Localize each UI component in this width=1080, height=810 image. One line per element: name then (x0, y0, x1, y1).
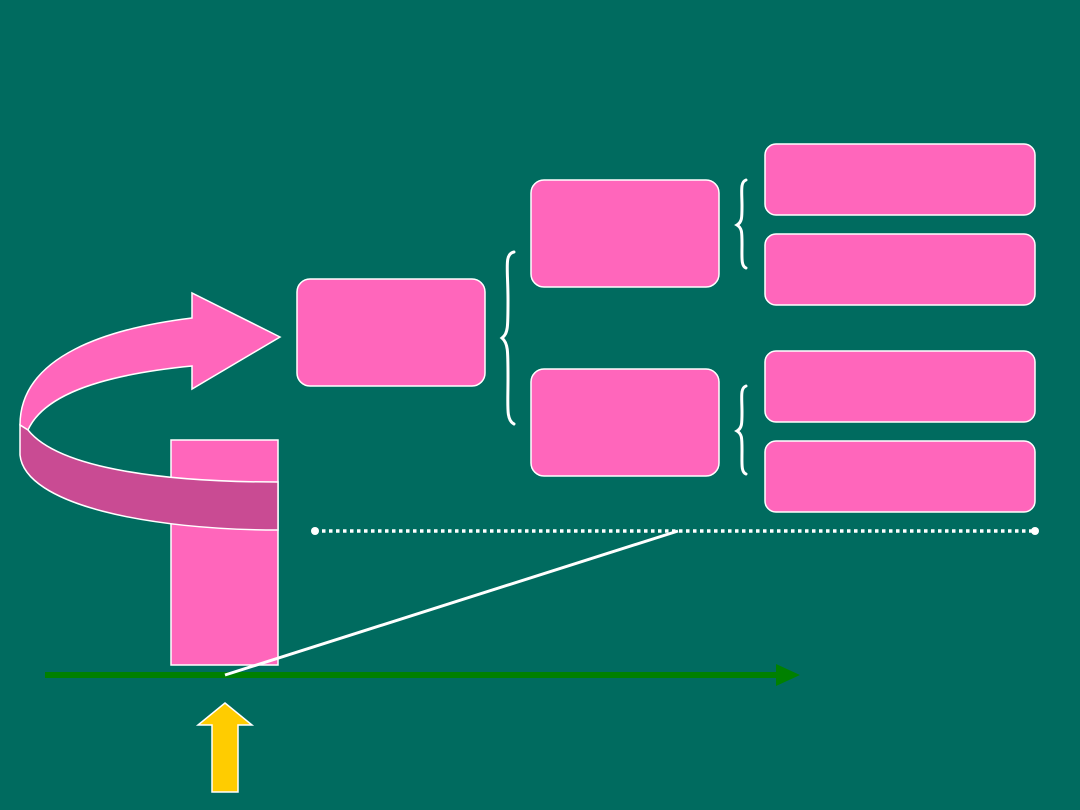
column-box (170, 439, 279, 666)
branch-bottom-brace (734, 384, 748, 476)
dotted-separator-end (1031, 527, 1039, 535)
timeline-arrow-icon (776, 664, 800, 686)
pointer-arrow-up-icon (195, 702, 255, 793)
leaf-node-2 (764, 233, 1036, 306)
leaf-node-3 (764, 350, 1036, 423)
diagonal-connector (224, 529, 679, 677)
dotted-separator-start (311, 527, 319, 535)
curved-arrow-front-icon (19, 423, 279, 531)
root-brace (499, 250, 516, 426)
branch-bottom-node (530, 368, 720, 477)
root-node (296, 278, 486, 387)
branch-top-node (530, 179, 720, 288)
curved-arrow-back-icon (19, 291, 282, 432)
branch-top-brace (734, 178, 748, 270)
leaf-node-1 (764, 143, 1036, 216)
leaf-node-4 (764, 440, 1036, 513)
